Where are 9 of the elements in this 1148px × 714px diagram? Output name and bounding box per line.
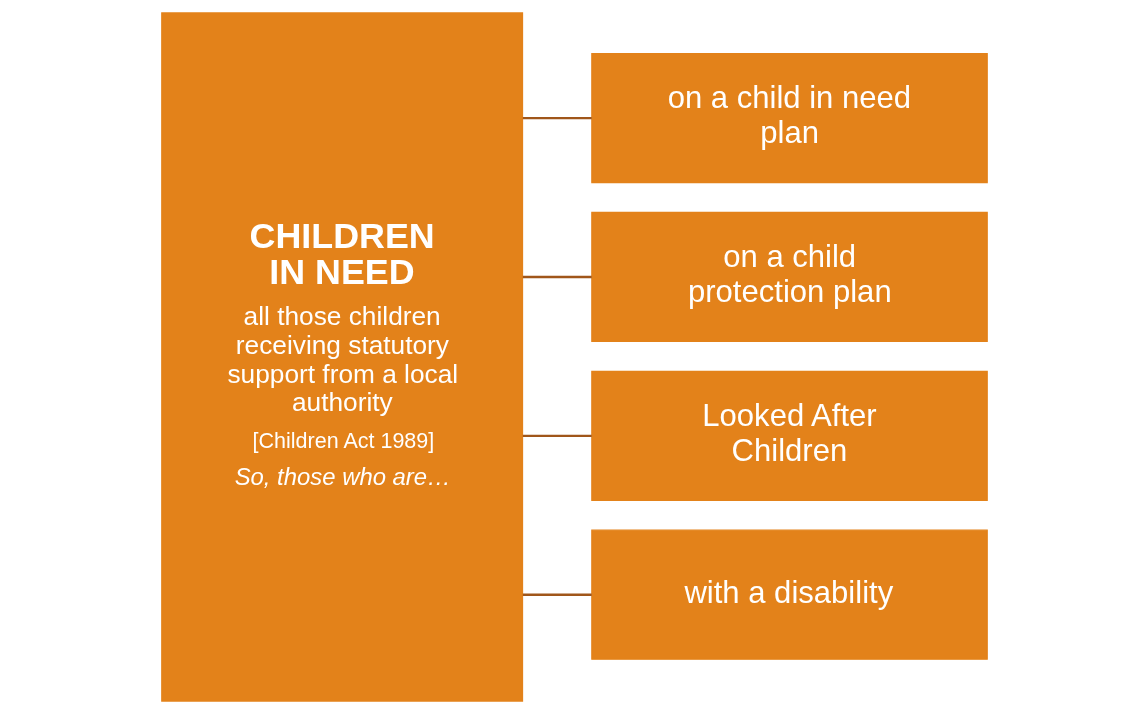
node-box: CHILDREN IN NEED all those children receiving statutory support from a local authority [Children Act 1989] So, those who are… (160, 12, 523, 702)
node-box: with a disability (590, 529, 988, 660)
node-box: Looked After Children (590, 370, 988, 501)
node-box: on a child in need plan (590, 53, 988, 184)
connector (522, 116, 592, 120)
connector (522, 275, 592, 279)
connector (522, 593, 592, 596)
node-box: on a child protection plan (590, 211, 988, 343)
connector (522, 434, 592, 438)
